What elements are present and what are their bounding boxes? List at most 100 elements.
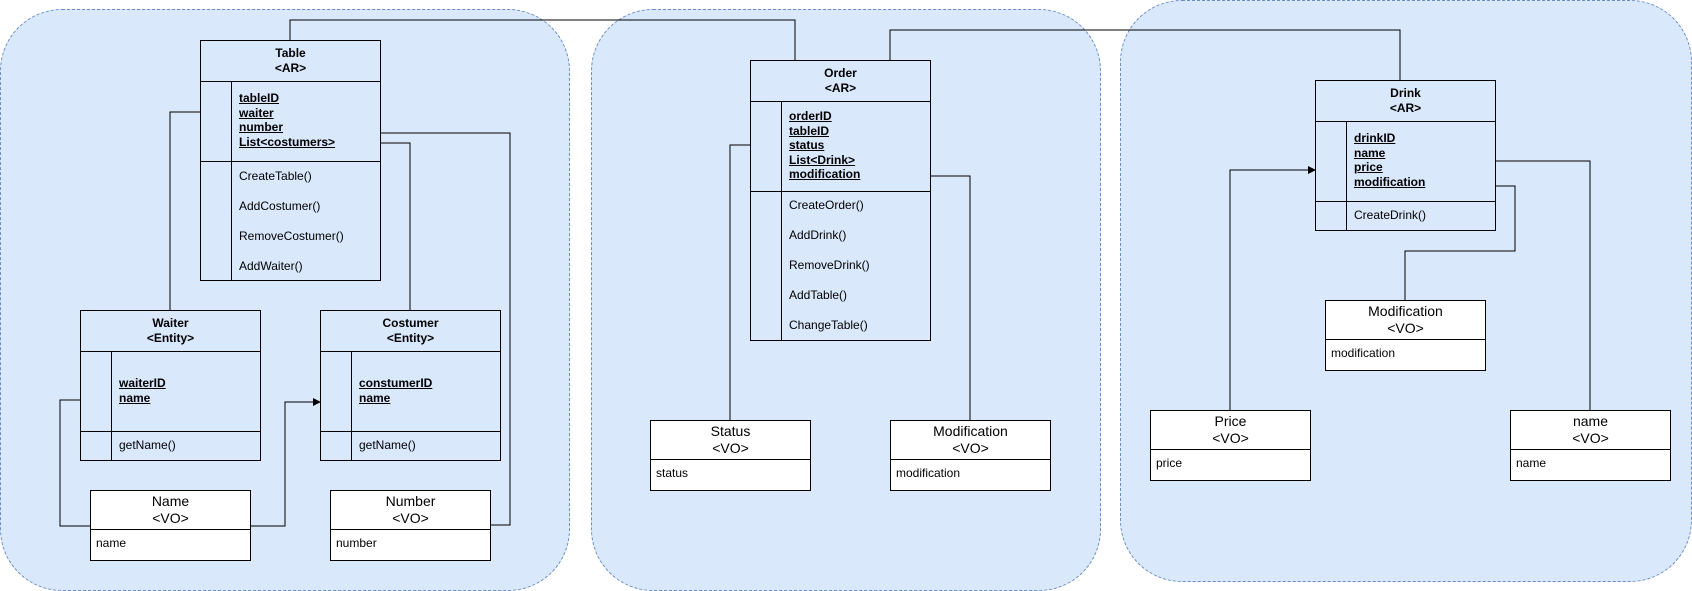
costumer-stereotype: <Entity> <box>386 331 435 345</box>
connector-table-order <box>289 19 796 60</box>
connector-drink-name <box>1495 160 1591 410</box>
method: getName() <box>359 438 416 452</box>
vo-stereotype: <VO> <box>152 510 189 526</box>
attribute: modification <box>789 167 861 181</box>
attribute: waiter <box>239 105 274 120</box>
order-header: Order <AR> <box>751 61 930 102</box>
attribute: name <box>359 390 391 405</box>
number-value-object[interactable]: Number <VO> number <box>330 490 491 561</box>
attribute: modification <box>1354 174 1426 189</box>
order-title: Order <box>824 66 857 80</box>
name-vo-header: Name <VO> <box>91 491 250 530</box>
vo-title: Modification <box>1368 303 1443 319</box>
method: RemoveDrink() <box>789 258 870 272</box>
vo-attribute: number <box>336 536 377 550</box>
vo-attribute: name <box>96 536 127 550</box>
attribute: status <box>789 138 825 152</box>
attribute: orderID <box>789 109 832 123</box>
method: CreateTable() <box>239 169 312 183</box>
connector-drink-modification <box>1404 185 1516 300</box>
method: AddDrink() <box>789 228 847 242</box>
status-vo-header: Status <VO> <box>651 421 810 460</box>
vo-attribute: status <box>656 466 689 480</box>
drink-attributes: drinkID name price modification <box>1354 131 1425 189</box>
method: CreateDrink() <box>1354 208 1427 222</box>
vo-stereotype: <VO> <box>1572 430 1609 446</box>
name-vo-header: name <VO> <box>1511 411 1670 450</box>
table-attributes: tableID waiter number List<costumers> <box>239 91 335 149</box>
connector-table-number <box>381 132 511 526</box>
table-title: Table <box>275 46 306 60</box>
waiter-stereotype: <Entity> <box>146 331 195 345</box>
vo-stereotype: <VO> <box>392 510 429 526</box>
attribute: constumerID <box>359 376 433 390</box>
attribute: tableID <box>239 91 280 105</box>
waiter-attributes: waiterID name <box>119 376 166 405</box>
price-value-object[interactable]: Price <VO> price <box>1150 410 1311 481</box>
drink-header: Drink <AR> <box>1316 81 1495 122</box>
connector-order-modification <box>930 175 971 420</box>
method: AddTable() <box>789 288 848 302</box>
method: CreateOrder() <box>789 198 864 212</box>
costumer-entity[interactable]: Costumer <Entity> constumerID name getNa… <box>320 310 501 461</box>
vo-title: Modification <box>933 423 1008 439</box>
waiter-title: Waiter <box>152 316 189 330</box>
drink-title: Drink <box>1390 86 1421 100</box>
method: AddWaiter() <box>239 259 303 273</box>
attribute: name <box>119 390 151 405</box>
drink-aggregate[interactable]: Drink <AR> drinkID name price modificati… <box>1315 80 1496 231</box>
attribute: drinkID <box>1354 131 1396 145</box>
vo-attribute: modification <box>1331 346 1396 360</box>
attribute: tableID <box>789 123 830 138</box>
method: AddCostumer() <box>239 199 321 213</box>
name-value-object[interactable]: Name <VO> name <box>90 490 251 561</box>
connector-waiter-name <box>59 399 90 527</box>
connector-table-waiter <box>169 111 200 310</box>
attribute: number <box>239 120 284 134</box>
connector-name-costumer <box>250 398 321 527</box>
attribute: name <box>1354 145 1386 160</box>
attribute: List<Drink> <box>789 152 856 167</box>
connector-order-drink <box>889 29 1401 80</box>
costumer-attributes: constumerID name <box>359 376 432 405</box>
vo-title: Number <box>385 493 436 509</box>
attribute: price <box>1354 160 1383 174</box>
table-header: Table <AR> <box>201 41 380 82</box>
status-value-object[interactable]: Status <VO> status <box>650 420 811 491</box>
modification-value-object-drink[interactable]: Modification <VO> modification <box>1325 300 1486 371</box>
attribute: List<costumers> <box>239 134 336 149</box>
vo-attribute: name <box>1516 456 1547 470</box>
connector-table-costumer <box>381 142 411 310</box>
method: getName() <box>119 438 176 452</box>
vo-stereotype: <VO> <box>1212 430 1249 446</box>
modification-value-object-order[interactable]: Modification <VO> modification <box>890 420 1051 491</box>
drink-stereotype: <AR> <box>1389 101 1422 115</box>
waiter-entity[interactable]: Waiter <Entity> waiterID name getName() <box>80 310 261 461</box>
table-stereotype: <AR> <box>274 61 307 75</box>
modification-vo-header: Modification <VO> <box>891 421 1050 460</box>
waiter-header: Waiter <Entity> <box>81 311 260 352</box>
costumer-title: Costumer <box>382 316 439 330</box>
attribute: waiterID <box>119 376 166 390</box>
method: ChangeTable() <box>789 318 868 332</box>
name-value-object-drink[interactable]: name <VO> name <box>1510 410 1671 481</box>
connector-order-status <box>729 144 750 420</box>
number-vo-header: Number <VO> <box>331 491 490 530</box>
method: RemoveCostumer() <box>239 229 344 243</box>
order-aggregate[interactable]: Order <AR> orderID tableID status List<D… <box>750 60 931 341</box>
vo-title: name <box>1572 413 1609 429</box>
table-aggregate[interactable]: Table <AR> tableID waiter number List<co… <box>200 40 381 281</box>
connector-price-drink <box>1229 166 1316 410</box>
order-stereotype: <AR> <box>824 81 857 95</box>
vo-title: Name <box>151 493 190 509</box>
costumer-header: Costumer <Entity> <box>321 311 500 352</box>
vo-stereotype: <VO> <box>712 440 749 456</box>
vo-attribute: price <box>1156 456 1183 470</box>
vo-title: Price <box>1214 413 1247 429</box>
price-vo-header: Price <VO> <box>1151 411 1310 450</box>
vo-stereotype: <VO> <box>1387 320 1424 336</box>
vo-attribute: modification <box>896 466 961 480</box>
modification-vo-header: Modification <VO> <box>1326 301 1485 340</box>
